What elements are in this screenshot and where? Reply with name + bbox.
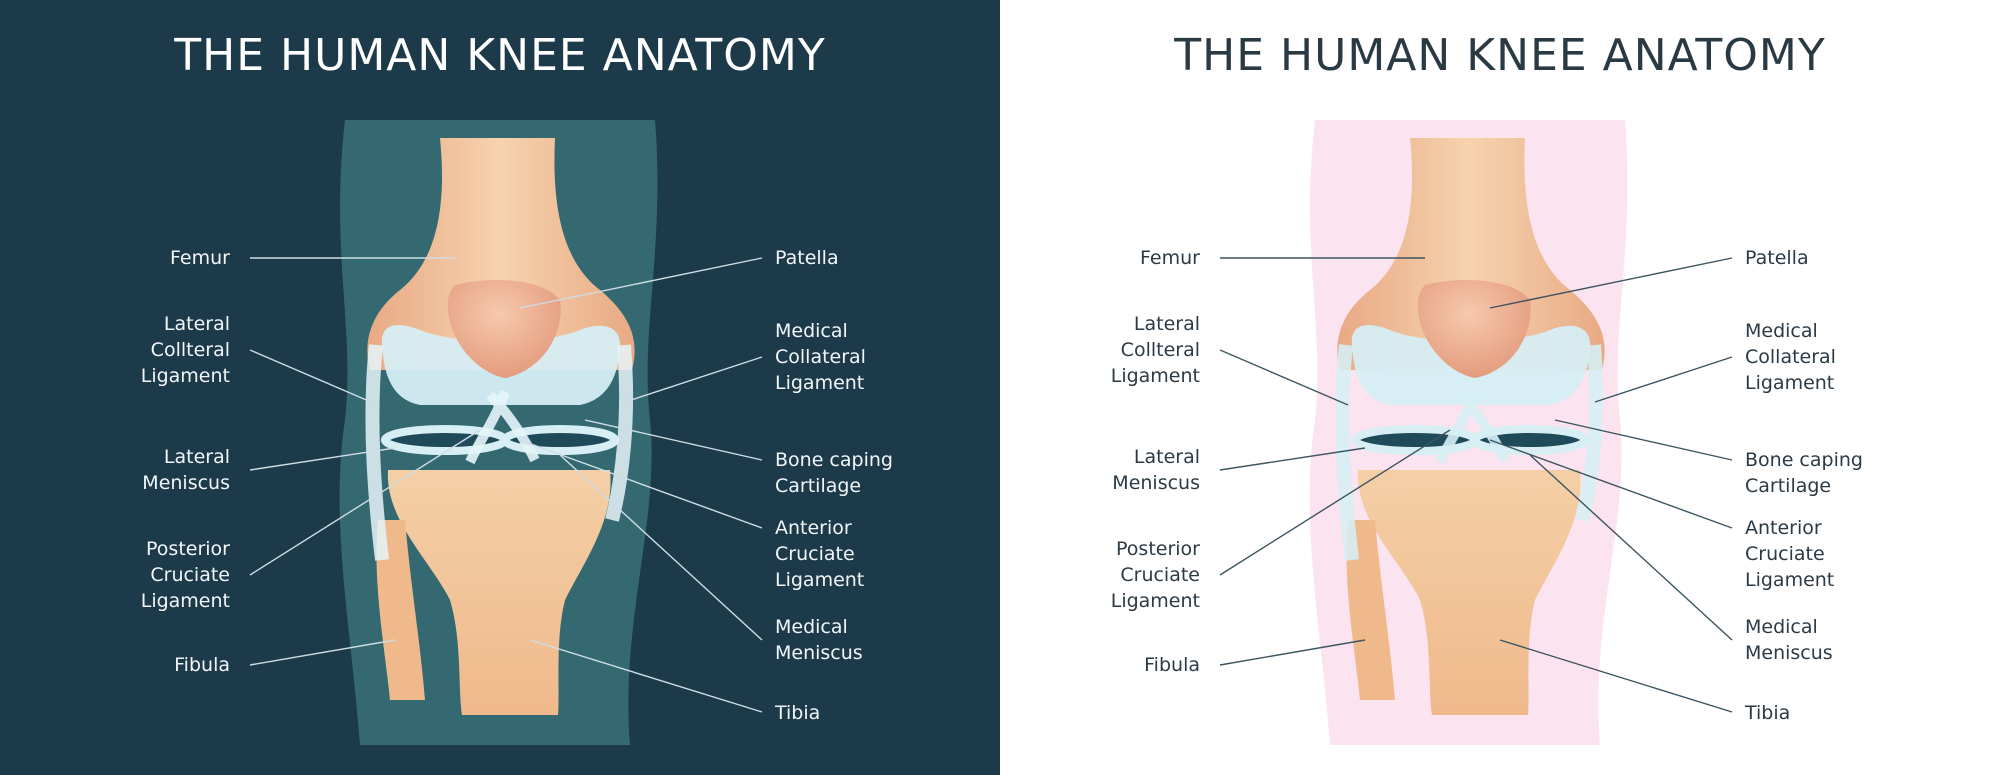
tibia-bone — [387, 470, 611, 715]
label-medical-meniscus: Medical Meniscus — [775, 616, 863, 664]
tibia-bone — [1357, 470, 1581, 715]
lateral-collateral-shape — [365, 344, 389, 561]
leader-tibia — [529, 639, 763, 713]
label-fibula: Fibula — [1144, 654, 1200, 676]
label-medical-meniscus: Medical Meniscus — [1745, 616, 1833, 664]
label-medical-collateral-ligament: Medical Collateral Ligament — [775, 320, 866, 394]
cruciate-ligaments — [1435, 390, 1510, 465]
leader-tibia — [1499, 639, 1733, 713]
medial-collateral-shape — [605, 344, 634, 522]
leader-cartilage — [584, 419, 763, 461]
femur-bone — [1337, 138, 1605, 370]
label-anterior-cruciate-ligament: Anterior Cruciate Ligament — [775, 517, 865, 591]
knee-illustration — [1219, 120, 1733, 745]
label-lateral-meniscus: Lateral Meniscus — [142, 446, 230, 494]
label-bone-caping-cartilage: Bone caping Cartilage — [1745, 449, 1863, 497]
leader-patella — [519, 257, 763, 309]
lateral-collateral-shape — [1335, 344, 1359, 561]
dark-panel: THE HUMAN KNEE ANATOMY — [0, 0, 1000, 775]
label-lateral-collateral-ligament: Lateral Collteral Ligament — [1110, 313, 1200, 387]
leader-lateral-meniscus — [249, 447, 396, 471]
label-posterior-cruciate-ligament: Posterior Cruciate Ligament — [1110, 538, 1200, 612]
label-bone-caping-cartilage: Bone caping Cartilage — [775, 449, 893, 497]
leader-lcl — [249, 349, 379, 406]
label-tibia: Tibia — [775, 702, 821, 724]
leader-cartilage — [1554, 419, 1733, 461]
label-anterior-cruciate-ligament: Anterior Cruciate Ligament — [1745, 517, 1835, 591]
leader-lateral-meniscus — [1219, 447, 1366, 471]
label-patella: Patella — [1745, 247, 1809, 269]
patella-bone — [1417, 280, 1531, 378]
label-patella: Patella — [775, 247, 839, 269]
label-lateral-collateral-ligament: Lateral Collteral Ligament — [140, 313, 230, 387]
label-lateral-meniscus: Lateral Meniscus — [1112, 446, 1200, 494]
leader-patella — [1489, 257, 1733, 309]
leader-fibula — [249, 639, 396, 666]
fibula-bone — [1346, 520, 1395, 700]
fibula-bone — [376, 520, 425, 700]
patella-bone — [447, 280, 561, 378]
label-tibia: Tibia — [1745, 702, 1791, 724]
medial-collateral-shape — [1575, 344, 1604, 522]
label-posterior-cruciate-ligament: Posterior Cruciate Ligament — [140, 538, 230, 612]
label-fibula: Fibula — [174, 654, 230, 676]
leader-pcl — [249, 429, 481, 576]
femur-bone — [367, 138, 635, 370]
leader-medial-meniscus — [559, 454, 763, 641]
light-panel: THE HUMAN KNEE ANATOMY — [1000, 0, 2000, 775]
label-femur: Femur — [1140, 247, 1200, 269]
label-medical-collateral-ligament: Medical Collateral Ligament — [1745, 320, 1836, 394]
leader-pcl — [1219, 429, 1451, 576]
label-femur: Femur — [170, 247, 230, 269]
panel-title: THE HUMAN KNEE ANATOMY — [174, 30, 826, 81]
panel-title: THE HUMAN KNEE ANATOMY — [1174, 30, 1826, 81]
leader-fibula — [1219, 639, 1366, 666]
knee-illustration — [249, 120, 763, 745]
leader-mcl — [1594, 356, 1733, 403]
leader-mcl — [624, 356, 763, 403]
leader-lcl — [1219, 349, 1349, 406]
leader-medial-meniscus — [1529, 454, 1733, 641]
cruciate-ligaments — [465, 390, 540, 465]
